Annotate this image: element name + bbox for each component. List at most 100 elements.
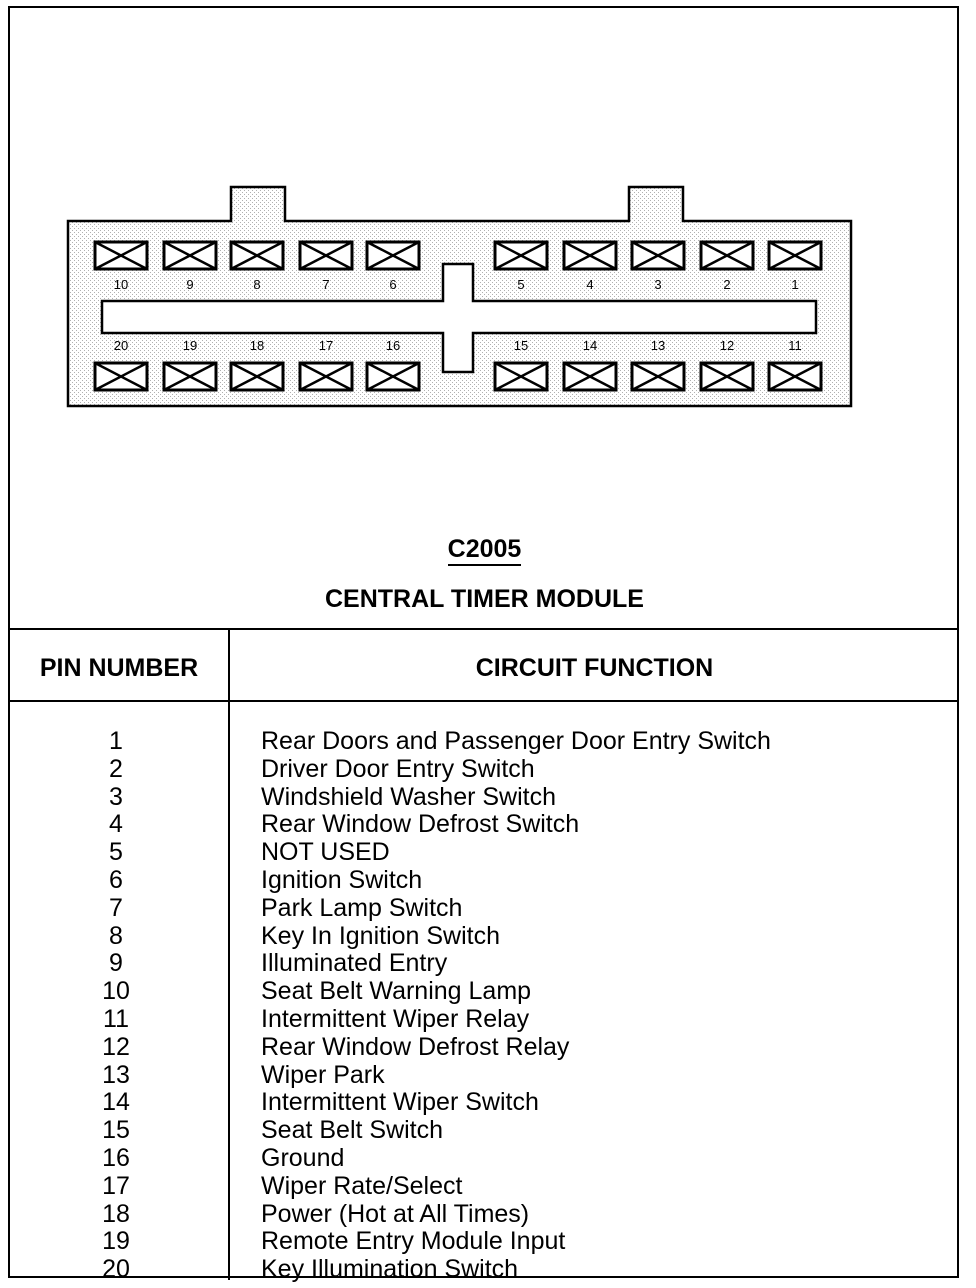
circuit-function-cell: Intermittent Wiper Switch [261,1088,539,1117]
pin-number-cell: 3 [109,782,123,811]
pin-cross-line [230,361,284,392]
pin-cross-line [163,240,217,271]
pin-number-cell: 12 [102,1032,130,1061]
pin-number-cell: 6 [109,865,123,894]
pin-cross-line [631,240,685,271]
pin-cross-line [94,240,148,271]
pin-label: 7 [322,277,329,292]
circuit-function-cell: Rear Window Defrost Switch [261,810,580,839]
circuit-function-cell: Seat Belt Switch [261,1116,444,1145]
table-column-divider [228,628,230,1280]
table-top-border [10,628,959,630]
circuit-function-cell: Rear Window Defrost Relay [261,1032,570,1061]
connector-code: C2005 [10,535,959,566]
pin-number-cell: 7 [109,893,123,922]
pin-label: 1 [791,277,798,292]
circuit-function-cell: Key In Ignition Switch [261,921,501,950]
pin-number-cell: 2 [109,754,123,783]
pin-number-cell: 10 [102,977,130,1006]
pin-cross-line [94,361,148,392]
pin-cross-line [163,361,217,392]
pin-cross-line [299,240,353,271]
pin-label: 10 [114,277,128,292]
table-row: 5 NOT USED [10,838,959,867]
table-row: 17 Wiper Rate/Select [10,1171,959,1201]
header-pin-number: PIN NUMBER [39,654,199,682]
pin-row-top [93,240,823,271]
pin-cross-line [563,361,617,392]
table-row: 14 Intermittent Wiper Switch [10,1089,959,1117]
pin-cross-line [494,361,548,392]
circuit-function-cell: Park Lamp Switch [261,893,463,922]
table-row: 8 Key In Ignition Switch [10,921,959,951]
circuit-function-cell: Key Illumination Switch [261,1255,519,1284]
table-row: 1 Rear Doors and Passenger Door Entry Swi… [10,727,959,756]
pin-label: 11 [788,338,802,353]
table-row: 20 Key Illumination Switch [10,1255,959,1284]
pin-cross-line [366,361,420,392]
table-row: 4 Rear Window Defrost Switch [10,811,959,839]
pin-function-table: 1 Rear Doors and Passenger Door Entry Swi… [10,727,959,1284]
pin-cross-line [230,240,284,271]
circuit-function-cell: Windshield Washer Switch [261,782,557,811]
pin-label: 18 [250,338,264,353]
table-header-border [10,700,959,702]
pin-cross-line [299,361,353,392]
pin-cross-line [494,240,548,271]
pin-label: 9 [186,277,193,292]
pin-cross-line [700,240,754,271]
table-row: 11 Intermittent Wiper Relay [10,1004,959,1034]
pin-number-cell: 11 [103,1004,129,1033]
circuit-function-cell: NOT USED [261,838,390,867]
pin-label: 19 [183,338,197,353]
pin-label: 5 [517,277,524,292]
circuit-function-cell: Rear Doors and Passenger Door Entry Swit… [261,727,771,755]
circuit-function-cell: Intermittent Wiper Relay [261,1004,530,1033]
pin-number-cell: 13 [102,1060,130,1089]
pin-number-cell: 5 [109,838,123,867]
pin-number-cell: 1 [109,727,123,755]
table-row: 13 Wiper Park [10,1060,959,1090]
pin-cross-line [768,361,822,392]
pin-label: 16 [386,338,400,353]
pin-label: 20 [114,338,128,353]
circuit-function-cell: Wiper Park [261,1060,385,1089]
pin-label: 15 [514,338,528,353]
pin-number-cell: 17 [102,1171,130,1200]
pin-label: 8 [253,277,260,292]
table-row: 3 Windshield Washer Switch [10,782,959,812]
pin-label: 6 [389,277,396,292]
pin-number-cell: 19 [102,1227,130,1256]
pin-cross-line [700,361,754,392]
pin-cross-line [563,240,617,271]
pin-row-bottom [93,361,823,392]
pin-number-cell: 8 [109,921,123,950]
pin-label: 4 [586,277,593,292]
pin-number-cell: 20 [102,1255,130,1284]
circuit-function-cell: Wiper Rate/Select [261,1171,463,1200]
pin-label: 12 [720,338,734,353]
pin-cross-line [366,240,420,271]
pin-label: 3 [654,277,661,292]
header-circuit-function: CIRCUIT FUNCTION [475,654,714,682]
connector-center-slot [100,262,818,374]
connector-name: CENTRAL TIMER MODULE [325,585,644,613]
circuit-function-cell: Power (Hot at All Times) [261,1199,530,1228]
circuit-function-cell: Ground [261,1143,345,1172]
pin-cross-line [631,361,685,392]
pin-label: 14 [583,338,597,353]
pin-number-cell: 4 [109,810,123,839]
pin-number-cell: 14 [102,1088,130,1117]
pin-number-cell: 9 [109,949,123,978]
pin-label: 13 [651,338,665,353]
table-row: 18 Power (Hot at All Times) [10,1199,959,1229]
pin-number-cell: 18 [102,1199,130,1228]
pin-number-cell: 16 [102,1143,130,1172]
